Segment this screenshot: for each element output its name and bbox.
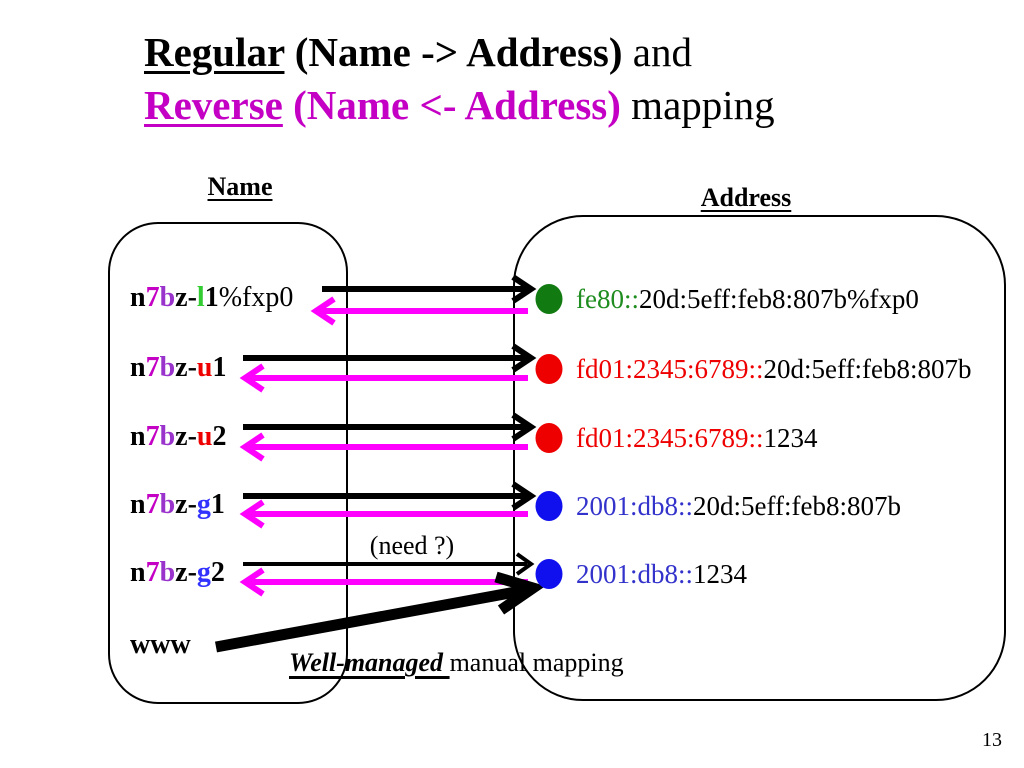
well-managed-note: Well-managed manual mapping [289, 648, 624, 677]
name-row-l1: n7bz-l1%fxp0 [130, 282, 294, 313]
name-row-g1: n7bz-g1 [130, 489, 225, 520]
name-row-u1: n7bz-u1 [130, 352, 227, 383]
address-row-ula-1234: fd01:2345:6789::1234 [576, 423, 818, 453]
name-box [108, 222, 348, 704]
page-number: 13 [982, 729, 1002, 751]
name-row-u2: n7bz-u2 [130, 421, 227, 452]
slide-title: Regular (Name -> Address) and Reverse (N… [144, 26, 775, 132]
address-row-global-1234: 2001:db8::1234 [576, 559, 748, 589]
address-row-ula-807b: fd01:2345:6789::20d:5eff:feb8:807b [576, 354, 972, 384]
need-question-label: (need ?) [369, 531, 455, 560]
name-row-www: www [130, 629, 191, 660]
title-line-2: Reverse (Name <- Address) mapping [144, 82, 775, 128]
address-row-global-807b: 2001:db8::20d:5eff:feb8:807b [576, 491, 901, 521]
title-line-1: Regular (Name -> Address) and [144, 29, 692, 75]
name-row-g2: n7bz-g2 [130, 557, 225, 588]
forward-arrow-l1 [322, 274, 537, 304]
address-column-label: Address [700, 183, 792, 212]
name-column-label: Name [207, 172, 273, 201]
address-box [513, 215, 1006, 701]
address-row-linklocal: fe80::20d:5eff:feb8:807b%fxp0 [576, 284, 919, 314]
